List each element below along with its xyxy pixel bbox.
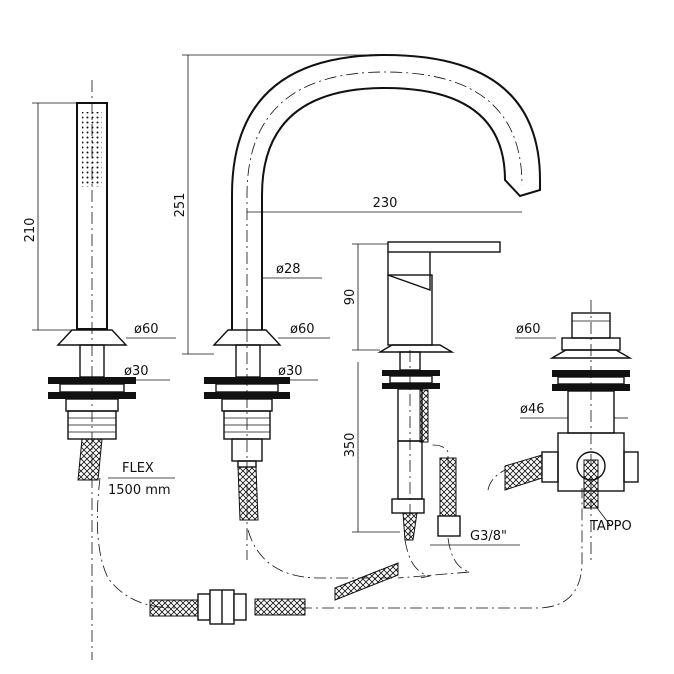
lever-mixer [377, 241, 501, 541]
dim-251: 251 [173, 193, 188, 218]
dim-28: ø28 [276, 262, 301, 277]
diverter [504, 300, 639, 560]
dimension-lines [32, 54, 628, 546]
label-flex-length: 1500 mm [108, 483, 171, 498]
dim-350: 350 [343, 433, 358, 458]
dim-210: 210 [23, 218, 38, 243]
dimension-labels: 210 251 230 ø28 90 350 ø60 ø60 ø60 ø30 ø… [23, 193, 632, 544]
dim-60-hand: ø60 [134, 322, 159, 337]
dim-46: ø46 [520, 402, 545, 417]
label-flex: FLEX [122, 461, 154, 476]
connection-hoses [96, 444, 583, 609]
dim-30-hand: ø30 [124, 364, 149, 379]
dim-30-spout: ø30 [278, 364, 303, 379]
dim-60-diverter: ø60 [516, 322, 541, 337]
dim-90: 90 [343, 289, 358, 306]
dim-60-spout: ø60 [290, 322, 315, 337]
spout [204, 53, 541, 560]
hose-segments [149, 562, 399, 617]
hose-connector-bottom [197, 589, 247, 625]
dim-230: 230 [373, 196, 398, 211]
label-thread: G3/8" [470, 529, 507, 544]
hand-shower [48, 80, 136, 660]
label-plug: TAPPO [589, 519, 632, 534]
